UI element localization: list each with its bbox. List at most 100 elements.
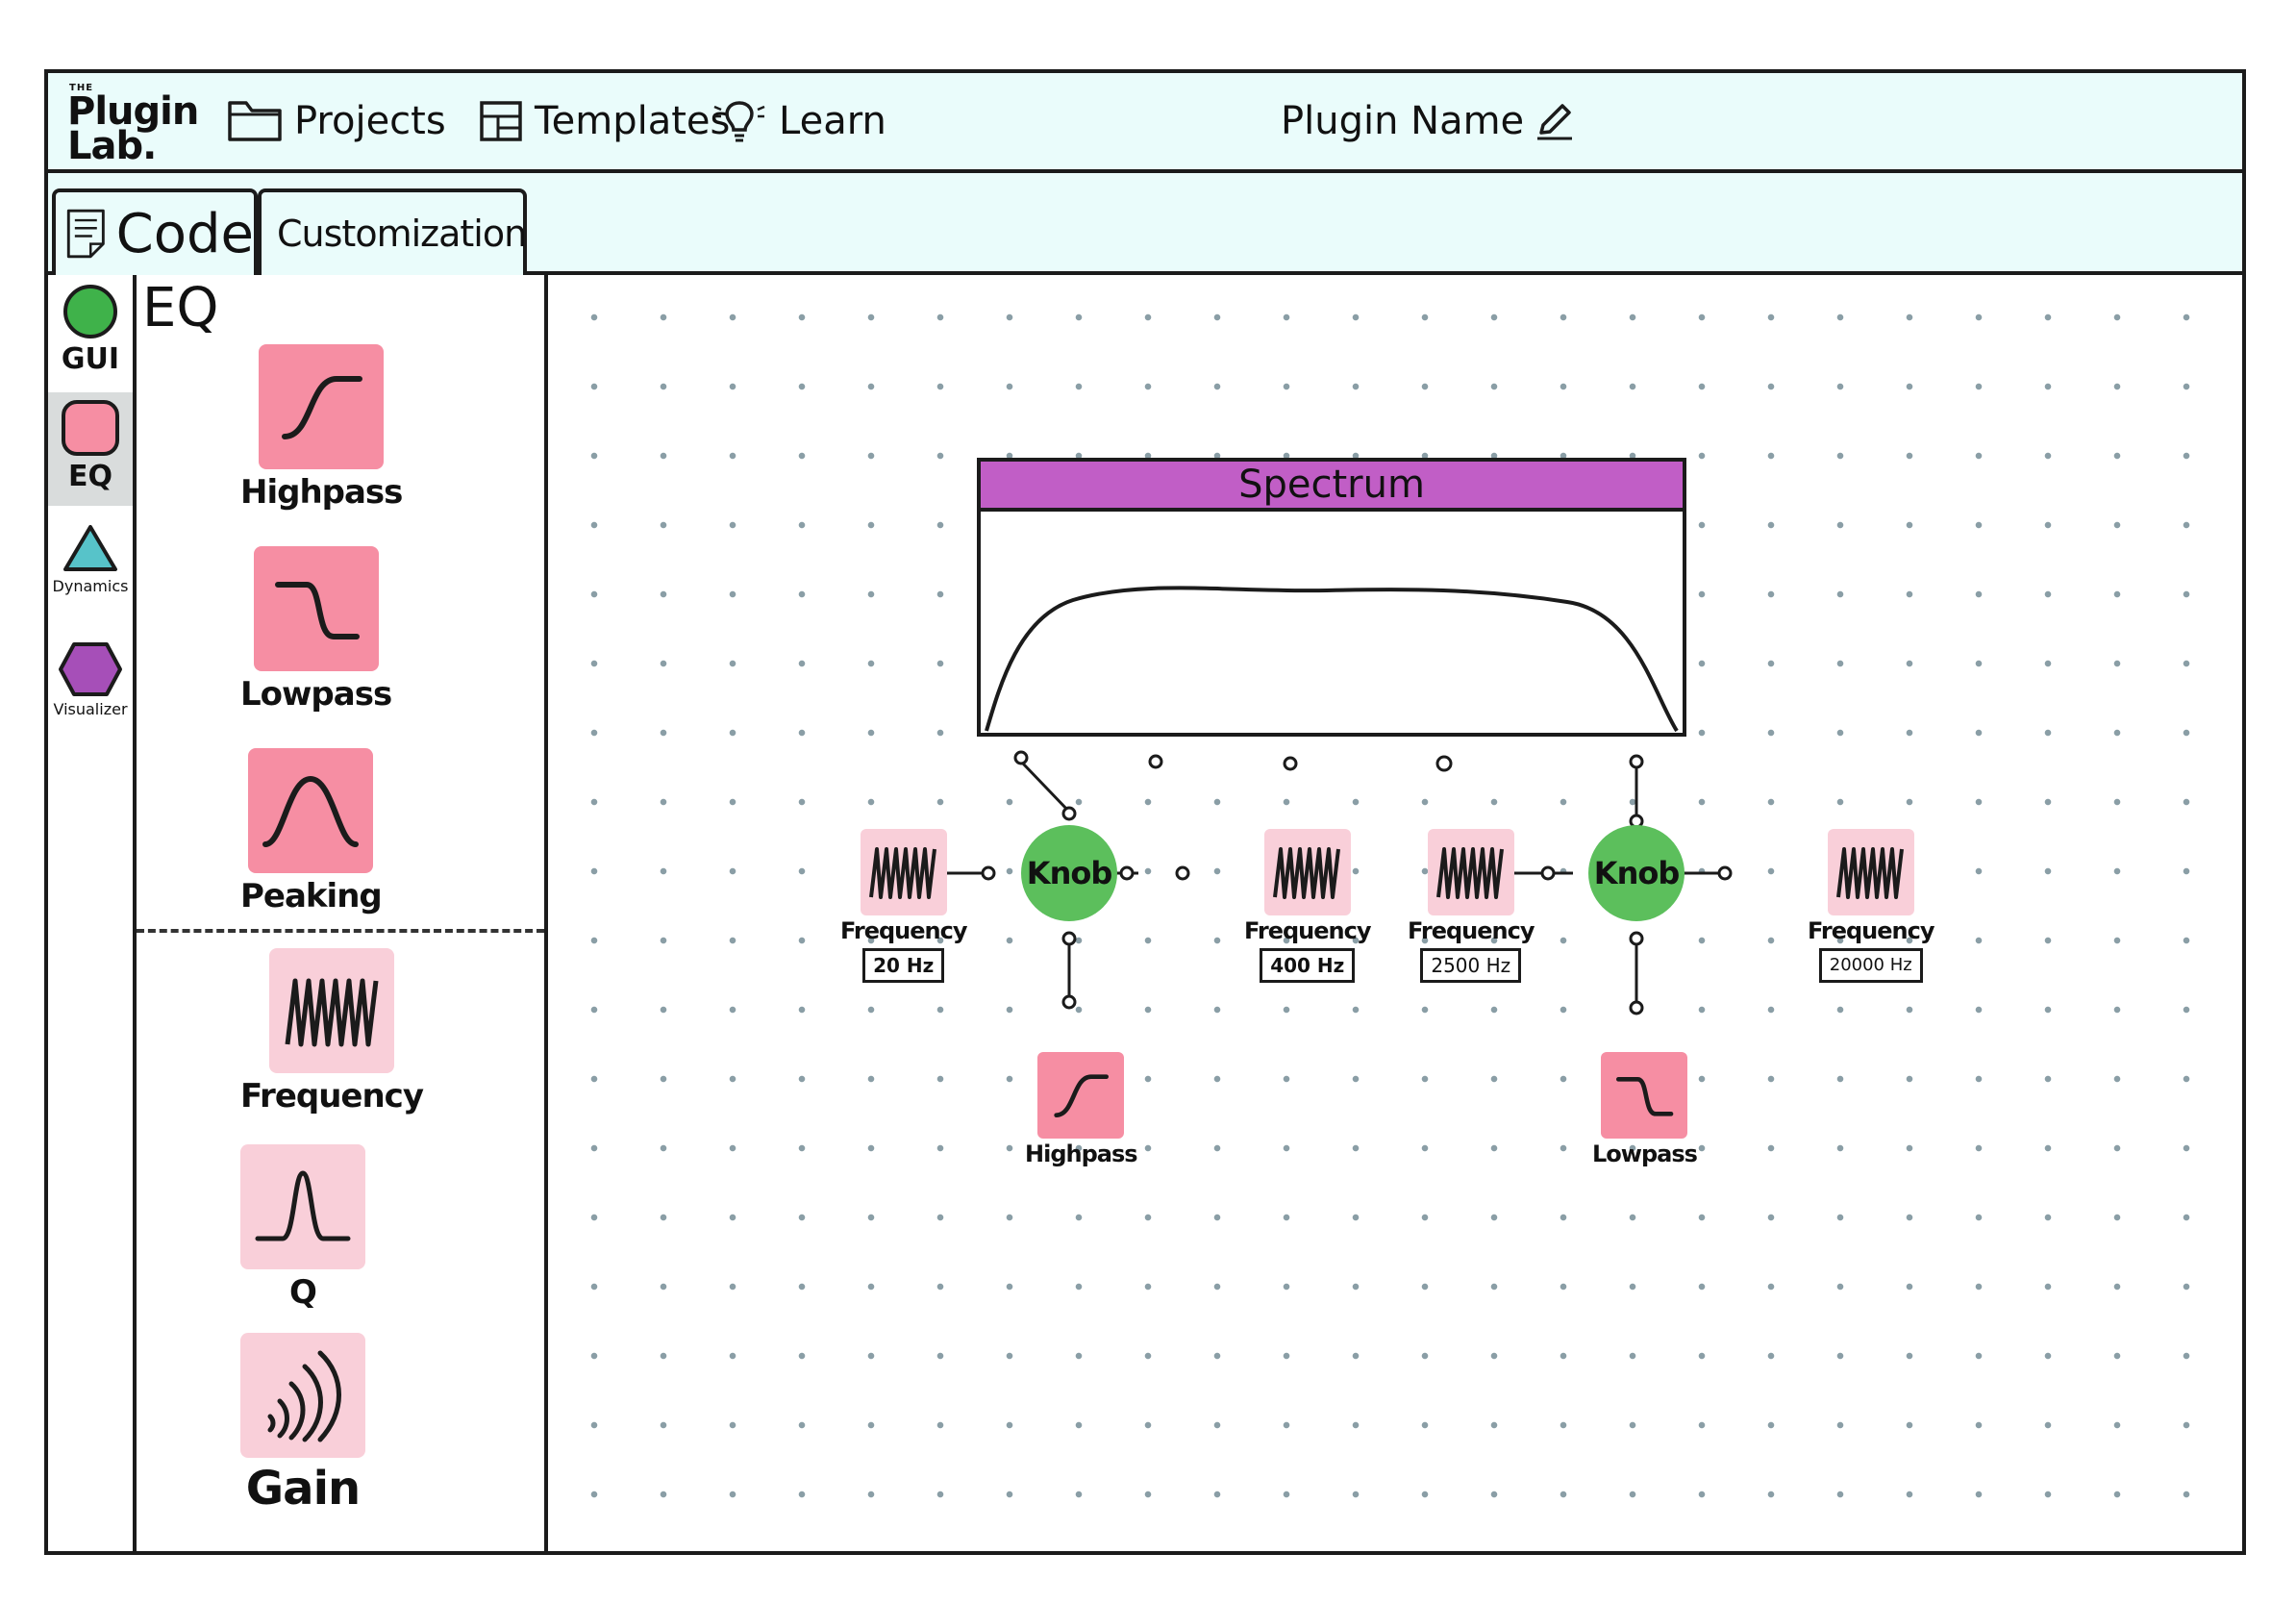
lowpass-node[interactable]: Lowpass bbox=[1592, 1052, 1698, 1167]
highpass-node-tile bbox=[1037, 1052, 1125, 1139]
triangle-icon bbox=[63, 525, 117, 571]
peaking-tile bbox=[248, 748, 374, 873]
frequency-node-tile bbox=[1427, 829, 1514, 915]
frequency-node-tile bbox=[860, 829, 947, 915]
q-tile bbox=[240, 1144, 365, 1269]
narrow-peak-icon bbox=[255, 1170, 351, 1241]
palette-peaking-label: Peaking bbox=[240, 877, 383, 915]
waveform-icon bbox=[285, 978, 379, 1047]
frequency-node-4[interactable]: Frequency 20000 Hz bbox=[1808, 829, 1934, 983]
spectrum-port bbox=[1435, 755, 1453, 772]
category-rail: GUI EQ Dynamics Visualizer bbox=[48, 275, 137, 1551]
palette-divider bbox=[137, 929, 544, 933]
logo-lab: Lab. bbox=[67, 124, 157, 168]
plugin-lab-logo[interactable]: THE Plugin Lab. bbox=[67, 83, 199, 169]
palette-gain-label: Gain bbox=[245, 1462, 361, 1516]
green-circle-icon bbox=[63, 285, 117, 338]
nav-learn-label: Learn bbox=[779, 99, 886, 143]
lowpass-tile bbox=[253, 546, 379, 671]
palette-highpass[interactable]: Highpass bbox=[240, 344, 403, 512]
waveform-icon bbox=[1272, 847, 1340, 899]
spectrum-port bbox=[1283, 756, 1298, 771]
pink-square-icon bbox=[62, 400, 119, 456]
nav-templates-label: Templates bbox=[535, 99, 731, 143]
spectrum-port bbox=[1148, 754, 1163, 769]
category-dynamics[interactable]: Dynamics bbox=[48, 523, 133, 619]
editor-tab-bar: Code Customization bbox=[48, 173, 2242, 275]
frequency-node-label: Frequency bbox=[840, 917, 967, 944]
palette-frequency-label: Frequency bbox=[240, 1077, 424, 1115]
peaking-curve-icon bbox=[262, 775, 360, 847]
frequency-value-box[interactable]: 20000 Hz bbox=[1818, 948, 1923, 983]
plugin-name-field[interactable]: Plugin Name bbox=[1281, 94, 1576, 148]
frequency-value-box[interactable]: 2500 Hz bbox=[1420, 948, 1522, 983]
highpass-curve-icon bbox=[1054, 1074, 1110, 1117]
tab-code-label: Code bbox=[115, 202, 254, 265]
highpass-node[interactable]: Highpass bbox=[1025, 1052, 1138, 1167]
palette-lowpass[interactable]: Lowpass bbox=[240, 546, 392, 714]
gain-tile bbox=[240, 1333, 365, 1458]
frequency-node-2[interactable]: Frequency 400 Hz bbox=[1244, 829, 1371, 983]
palette-highpass-label: Highpass bbox=[240, 473, 403, 512]
category-eq[interactable]: EQ bbox=[48, 392, 133, 506]
folder-icon bbox=[228, 101, 282, 141]
frequency-node-3[interactable]: Frequency 2500 Hz bbox=[1408, 829, 1535, 983]
node-connections bbox=[917, 750, 1733, 1015]
lowpass-curve-icon bbox=[1616, 1077, 1674, 1116]
category-eq-label: EQ bbox=[68, 460, 112, 493]
knob-node-2[interactable]: Knob bbox=[1588, 825, 1685, 921]
nav-projects-label: Projects bbox=[294, 99, 446, 143]
waveform-icon bbox=[1835, 847, 1904, 899]
category-visualizer-label: Visualizer bbox=[53, 700, 128, 718]
plugin-name-text: Plugin Name bbox=[1281, 99, 1525, 143]
tab-customization[interactable]: Customization bbox=[258, 188, 527, 275]
tab-code[interactable]: Code bbox=[52, 188, 258, 275]
nav-projects[interactable]: Projects bbox=[227, 94, 446, 148]
node-graph-canvas[interactable] bbox=[548, 275, 2242, 1551]
document-icon bbox=[66, 209, 105, 259]
palette-lowpass-label: Lowpass bbox=[240, 675, 392, 714]
palette-title: EQ bbox=[142, 277, 219, 339]
spectrum-port bbox=[1629, 754, 1644, 769]
highpass-tile bbox=[259, 344, 385, 469]
palette-gain[interactable]: Gain bbox=[240, 1333, 365, 1516]
logo-plugin: Plugin bbox=[67, 89, 199, 134]
pencil-icon[interactable] bbox=[1534, 100, 1576, 142]
frequency-node-label: Frequency bbox=[1408, 917, 1535, 944]
knob-label: Knob bbox=[1593, 855, 1680, 891]
nav-templates[interactable]: Templates bbox=[479, 94, 730, 148]
palette-q[interactable]: Q bbox=[240, 1144, 365, 1312]
frequency-node-1[interactable]: Frequency 20 Hz bbox=[840, 829, 967, 983]
spectrum-port bbox=[1013, 750, 1029, 765]
knob-node-1[interactable]: Knob bbox=[1021, 825, 1117, 921]
highpass-node-label: Highpass bbox=[1025, 1140, 1138, 1167]
lowpass-node-label: Lowpass bbox=[1592, 1140, 1698, 1167]
category-dynamics-label: Dynamics bbox=[52, 577, 129, 595]
spectrum-header: Spectrum bbox=[981, 462, 1683, 512]
frequency-value-box[interactable]: 400 Hz bbox=[1260, 948, 1356, 983]
logo-the: THE bbox=[69, 83, 94, 93]
category-gui-label: GUI bbox=[61, 342, 120, 376]
knob-label: Knob bbox=[1026, 855, 1112, 891]
nav-learn[interactable]: Learn bbox=[711, 94, 886, 148]
lightbulb-icon bbox=[713, 101, 765, 142]
top-navigation-bar: THE Plugin Lab. Projects Templates bbox=[48, 73, 2242, 173]
frequency-node-label: Frequency bbox=[1244, 917, 1371, 944]
highpass-curve-icon bbox=[282, 376, 363, 439]
lowpass-node-tile bbox=[1601, 1052, 1688, 1139]
palette-peaking[interactable]: Peaking bbox=[240, 748, 383, 915]
frequency-node-tile bbox=[1263, 829, 1351, 915]
palette-q-label: Q bbox=[289, 1273, 317, 1312]
category-gui[interactable]: GUI bbox=[48, 283, 133, 388]
tab-customization-label: Customization bbox=[277, 213, 527, 255]
spectrum-visualizer[interactable]: Spectrum bbox=[977, 458, 1686, 737]
category-visualizer[interactable]: Visualizer bbox=[48, 640, 133, 737]
palette-frequency[interactable]: Frequency bbox=[240, 948, 424, 1115]
frequency-value-box[interactable]: 20 Hz bbox=[862, 948, 945, 983]
frequency-tile bbox=[269, 948, 394, 1073]
sound-waves-icon bbox=[267, 1350, 341, 1442]
layout-icon bbox=[480, 101, 522, 141]
frequency-node-label: Frequency bbox=[1808, 917, 1934, 944]
hexagon-icon bbox=[59, 642, 122, 696]
frequency-node-tile bbox=[1827, 829, 1914, 915]
